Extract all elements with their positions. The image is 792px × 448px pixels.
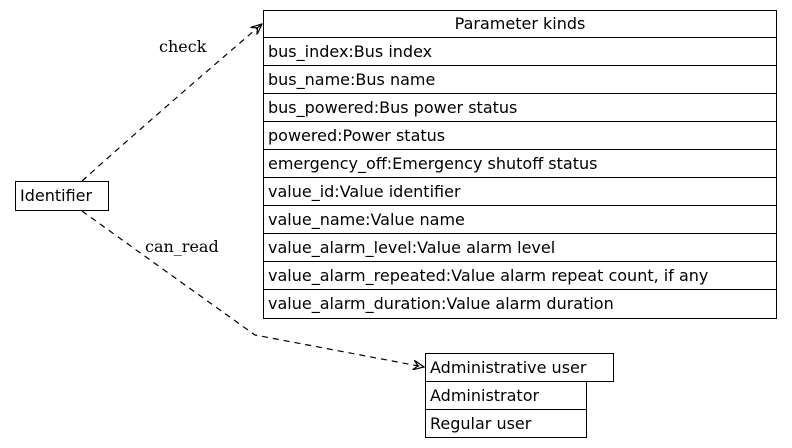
administrative-user-list: Administrator Regular user bbox=[425, 381, 587, 438]
administrative-user-title: Administrative user bbox=[425, 353, 614, 382]
parameter-kind-row: bus_index:Bus index bbox=[264, 38, 776, 66]
parameter-kind-row: value_name:Value name bbox=[264, 206, 776, 234]
parameter-kind-row: value_alarm_duration:Value alarm duratio… bbox=[268, 294, 614, 313]
parameter-kinds-title: Parameter kinds bbox=[264, 11, 776, 38]
can-read-edge-label: can_read bbox=[145, 237, 219, 256]
parameter-kind-row: powered:Power status bbox=[264, 122, 776, 150]
parameter-kind-row: value_id:Value identifier bbox=[264, 178, 776, 206]
parameter-kind-row: value_alarm_level:Value alarm level bbox=[264, 234, 776, 262]
parameter-kind-row: emergency_off:Emergency shutoff status bbox=[264, 150, 776, 178]
identifier-node: Identifier bbox=[15, 181, 109, 211]
parameter-kinds-table: Parameter kinds bus_index:Bus index bus_… bbox=[263, 10, 777, 319]
parameter-kind-row: bus_powered:Bus power status bbox=[264, 94, 776, 122]
parameter-kind-row: bus_name:Bus name bbox=[264, 66, 776, 94]
user-row: Regular user bbox=[426, 409, 586, 437]
check-edge-label: check bbox=[159, 37, 207, 56]
can-read-edge bbox=[81, 210, 424, 367]
check-edge bbox=[81, 24, 262, 182]
user-row: Administrator bbox=[426, 381, 586, 409]
parameter-kind-row: value_alarm_repeated:Value alarm repeat … bbox=[264, 262, 776, 290]
